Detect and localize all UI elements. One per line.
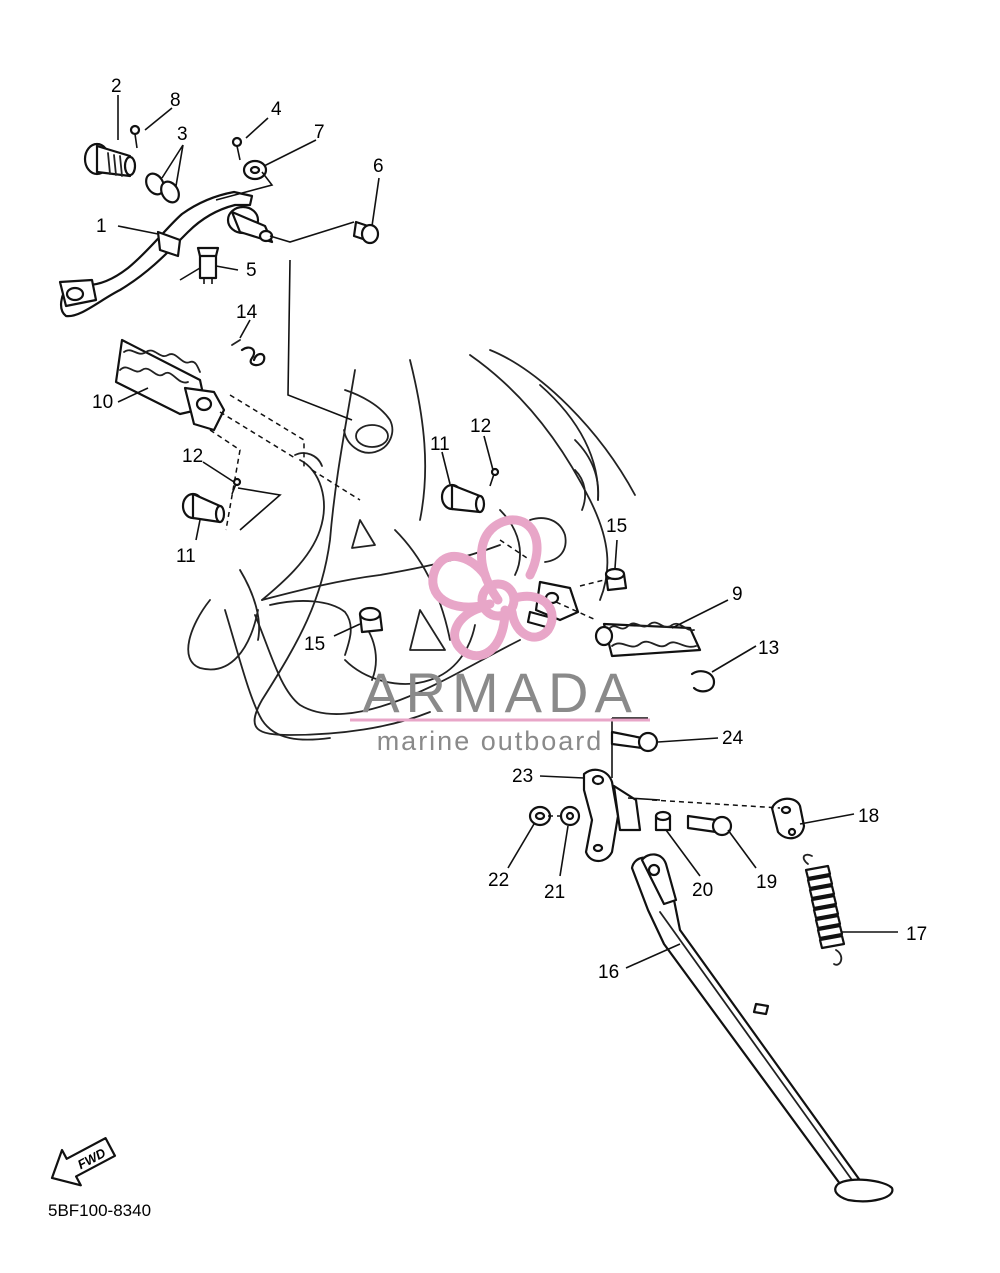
part-bolt-19 xyxy=(686,814,733,837)
callout-19: 19 xyxy=(756,872,777,893)
callout-21: 21 xyxy=(544,882,565,903)
callout-12-right: 12 xyxy=(470,416,491,437)
callout-15-left: 15 xyxy=(304,634,325,655)
part-footrest-left xyxy=(114,338,226,432)
part-bolt-24 xyxy=(610,730,659,753)
callout-4: 4 xyxy=(271,99,282,120)
callout-15-right: 15 xyxy=(606,516,627,537)
callout-20: 20 xyxy=(692,880,713,901)
callout-8: 8 xyxy=(170,90,181,111)
watermark-subtitle: marine outboard xyxy=(377,726,604,756)
callout-labels: 1 2 3 4 5 6 7 8 9 10 11 11 12 12 13 14 1… xyxy=(92,76,927,983)
callout-14: 14 xyxy=(236,302,258,323)
callout-16: 16 xyxy=(598,962,619,983)
part-o-rings xyxy=(145,172,180,204)
callout-6: 6 xyxy=(373,156,384,177)
callout-22: 22 xyxy=(488,870,509,891)
diagram-code: 5BF100-8340 xyxy=(48,1201,151,1220)
callout-10: 10 xyxy=(92,392,113,413)
callout-11-left: 11 xyxy=(176,546,196,567)
part-cotter-pins xyxy=(129,124,243,161)
callout-1: 1 xyxy=(96,216,107,237)
watermark: ARMADA marine outboard xyxy=(350,515,650,756)
fwd-arrow-icon: FWD xyxy=(50,1137,117,1187)
callout-11-right: 11 xyxy=(430,434,450,455)
leader-lines xyxy=(117,95,898,969)
callout-13: 13 xyxy=(758,638,779,659)
part-pivot-shaft xyxy=(83,142,137,178)
callout-3: 3 xyxy=(177,124,188,145)
part-plate-18 xyxy=(770,797,806,840)
callout-2: 2 xyxy=(111,76,122,97)
part-spring-17 xyxy=(802,853,846,966)
part-bolt-6 xyxy=(352,220,380,245)
frame-outline xyxy=(187,349,636,741)
watermark-title: ARMADA xyxy=(362,661,638,724)
callout-23: 23 xyxy=(512,766,533,787)
callout-24: 24 xyxy=(722,728,744,749)
part-pin-right xyxy=(440,467,500,514)
callout-12-left: 12 xyxy=(182,446,203,467)
part-spring-14 xyxy=(231,339,266,367)
part-pin-left xyxy=(181,477,242,524)
part-collars xyxy=(358,567,628,634)
callout-18: 18 xyxy=(858,806,879,827)
part-sidestand xyxy=(630,853,894,1203)
assembly-lines xyxy=(179,171,781,817)
part-clip-13 xyxy=(690,670,716,693)
callout-9: 9 xyxy=(732,584,743,605)
watermark-propeller-logo xyxy=(428,515,557,661)
part-footrest-right xyxy=(594,621,702,658)
callout-17: 17 xyxy=(906,924,927,945)
part-brake-pedal xyxy=(58,190,274,318)
part-sidestand-bracket xyxy=(582,768,642,863)
callout-7: 7 xyxy=(314,122,325,143)
callout-5: 5 xyxy=(246,260,257,281)
part-pin xyxy=(196,246,220,284)
part-washer-7 xyxy=(242,159,268,181)
